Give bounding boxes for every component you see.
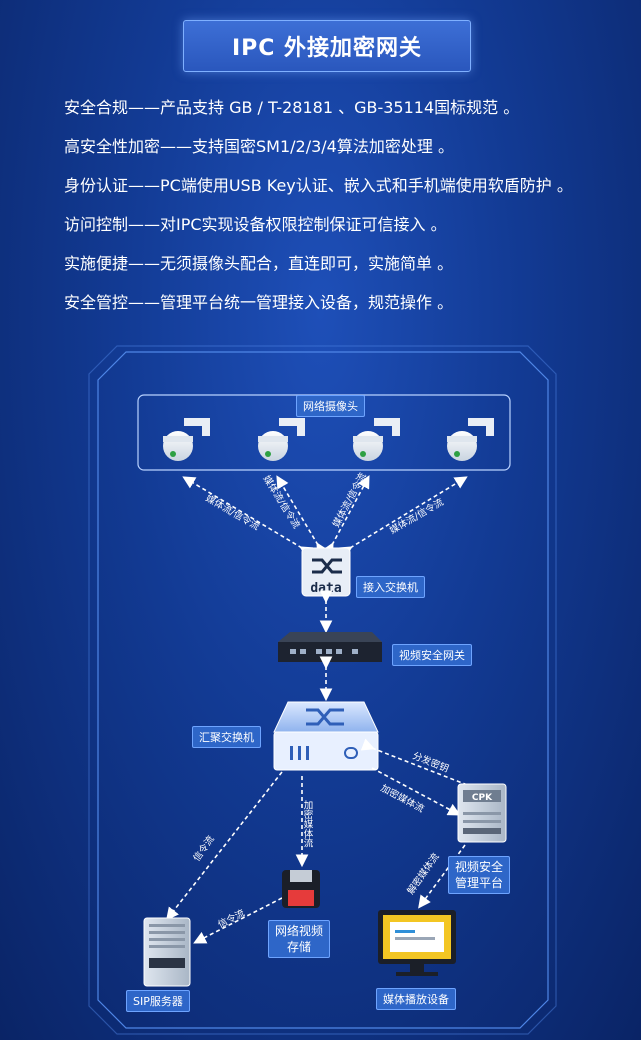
sip-server-icon <box>143 917 191 987</box>
camera-icon <box>447 418 494 461</box>
edge-label: 媒体流/信令流 <box>330 470 369 529</box>
edge-label: 加密媒体流 <box>379 782 427 815</box>
storage-label: 网络视频 存储 <box>268 920 331 958</box>
mgmt-platform-line1: 视频安全 <box>455 860 504 874</box>
gateway-device-icon <box>278 632 382 662</box>
access-switch-icon: data <box>301 547 351 597</box>
switch-data-text: data <box>310 581 341 596</box>
feature-item: 身份认证——PC端使用USB Key认证、嵌入式和手机端使用软盾防护 。 <box>64 176 573 195</box>
camera-links <box>182 475 468 559</box>
mgmt-server-icon: CPK <box>457 783 507 843</box>
storage-icon <box>282 870 320 908</box>
media-player-label: 媒体播放设备 <box>376 988 456 1010</box>
gateway-label: 视频安全网关 <box>392 644 472 666</box>
edge-label: 加密媒体流 <box>302 800 314 848</box>
aggregation-switch-label: 汇聚交换机 <box>192 726 261 748</box>
feature-item: 访问控制——对IPC实现设备权限控制保证可信接入 。 <box>64 215 447 234</box>
storage-line1: 网络视频 <box>275 924 324 938</box>
edge-label: 媒体流/信令流 <box>388 496 447 537</box>
feature-item: 安全合规——产品支持 GB / T-28181 、GB-35114国标规范 。 <box>64 98 520 117</box>
title-banner: IPC 外接加密网关 <box>183 20 471 72</box>
lower-links <box>166 738 471 944</box>
edge-label: 信令流 <box>216 907 247 931</box>
edge-label: 信令流 <box>191 833 217 864</box>
media-player-icon <box>378 910 456 976</box>
mgmt-platform-line2: 管理平台 <box>455 876 504 890</box>
camera-icon <box>258 418 305 461</box>
feature-item: 高安全性加密——支持国密SM1/2/3/4算法加密处理 。 <box>64 137 454 156</box>
camera-icon <box>163 418 210 461</box>
edge-label: 解密媒体流 <box>405 851 442 897</box>
mgmt-platform-label: 视频安全 管理平台 <box>448 856 511 894</box>
access-switch-label: 接入交换机 <box>356 576 425 598</box>
mgmt-logo-text: CPK <box>472 793 493 803</box>
storage-line2: 存储 <box>287 940 312 954</box>
cameras-label: 网络摄像头 <box>296 395 365 417</box>
page-title: IPC 外接加密网关 <box>231 36 423 61</box>
edge-label: 媒体流/信令流 <box>204 492 263 533</box>
edge-label: 媒体流/信令流 <box>260 473 302 531</box>
feature-list: 安全合规——产品支持 GB / T-28181 、GB-35114国标规范 。 … <box>64 95 634 329</box>
aggregation-switch-icon <box>273 701 379 771</box>
feature-item: 实施便捷——无须摄像头配合，直连即可，实施简单 。 <box>64 254 454 273</box>
diagram-frame <box>88 345 557 1035</box>
sip-server-label: SIP服务器 <box>126 990 190 1012</box>
camera-icon <box>353 418 400 461</box>
feature-item: 安全管控——管理平台统一管理接入设备，规范操作 。 <box>64 293 454 312</box>
